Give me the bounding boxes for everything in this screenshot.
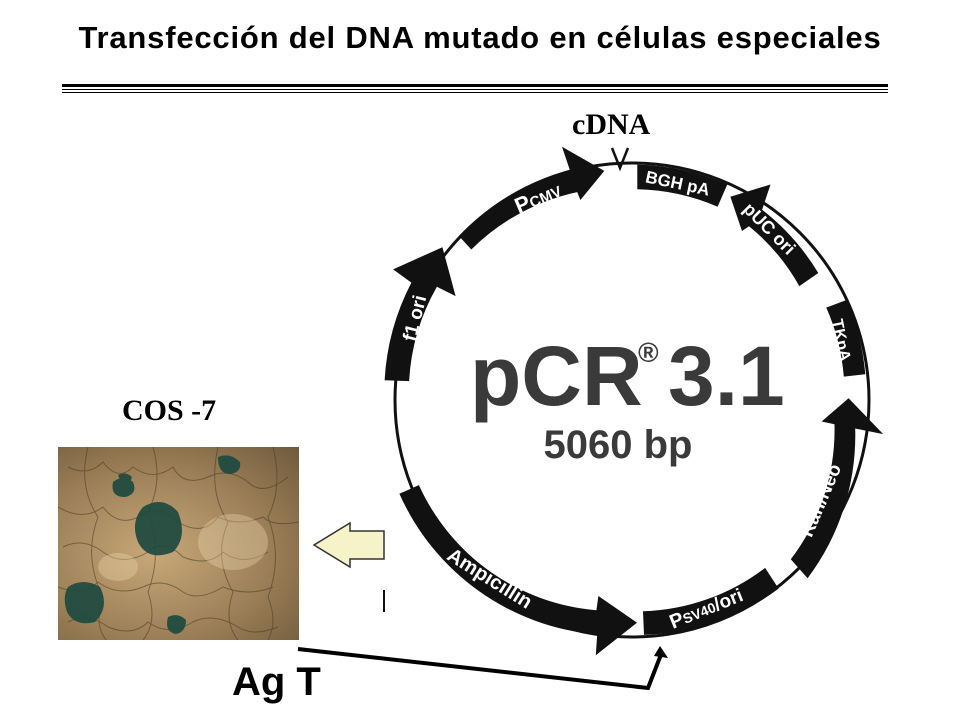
plasmid-version: 3.1 [668,329,785,423]
ag-t-connector-line [297,647,664,691]
ag-t-arrowhead [654,646,668,658]
bgh-pa-box [637,164,728,207]
title-rule [62,84,888,87]
transfer-arrow [312,521,385,569]
ampicillin-arrow [399,485,637,656]
plasmid-name: pCR [470,329,643,423]
registered-mark: ® [638,337,659,368]
title-rule [62,89,888,90]
slide-title: Transfección del DNA mutado en células e… [78,20,882,55]
kan-neo-arrow [790,398,884,579]
f1-ori-arrow [384,247,456,382]
cos7-microscopy-image [58,447,299,640]
puc-ori-arrow [730,184,819,287]
title-rule [62,92,888,93]
pcmv-arrow [458,146,605,250]
ag-t-label: Ag T [232,660,321,704]
plasmid-size: 5060 bp [544,423,693,467]
feature-label-ampicillin: Ampicillin [443,544,536,613]
cdna-label: cDNA [572,108,651,141]
psv40-ori-box [643,567,779,635]
tkpa-box [826,300,866,377]
plasmid-backbone [393,161,871,639]
insertion-site-mark [610,147,630,172]
cell-line-label: COS -7 [122,394,217,427]
